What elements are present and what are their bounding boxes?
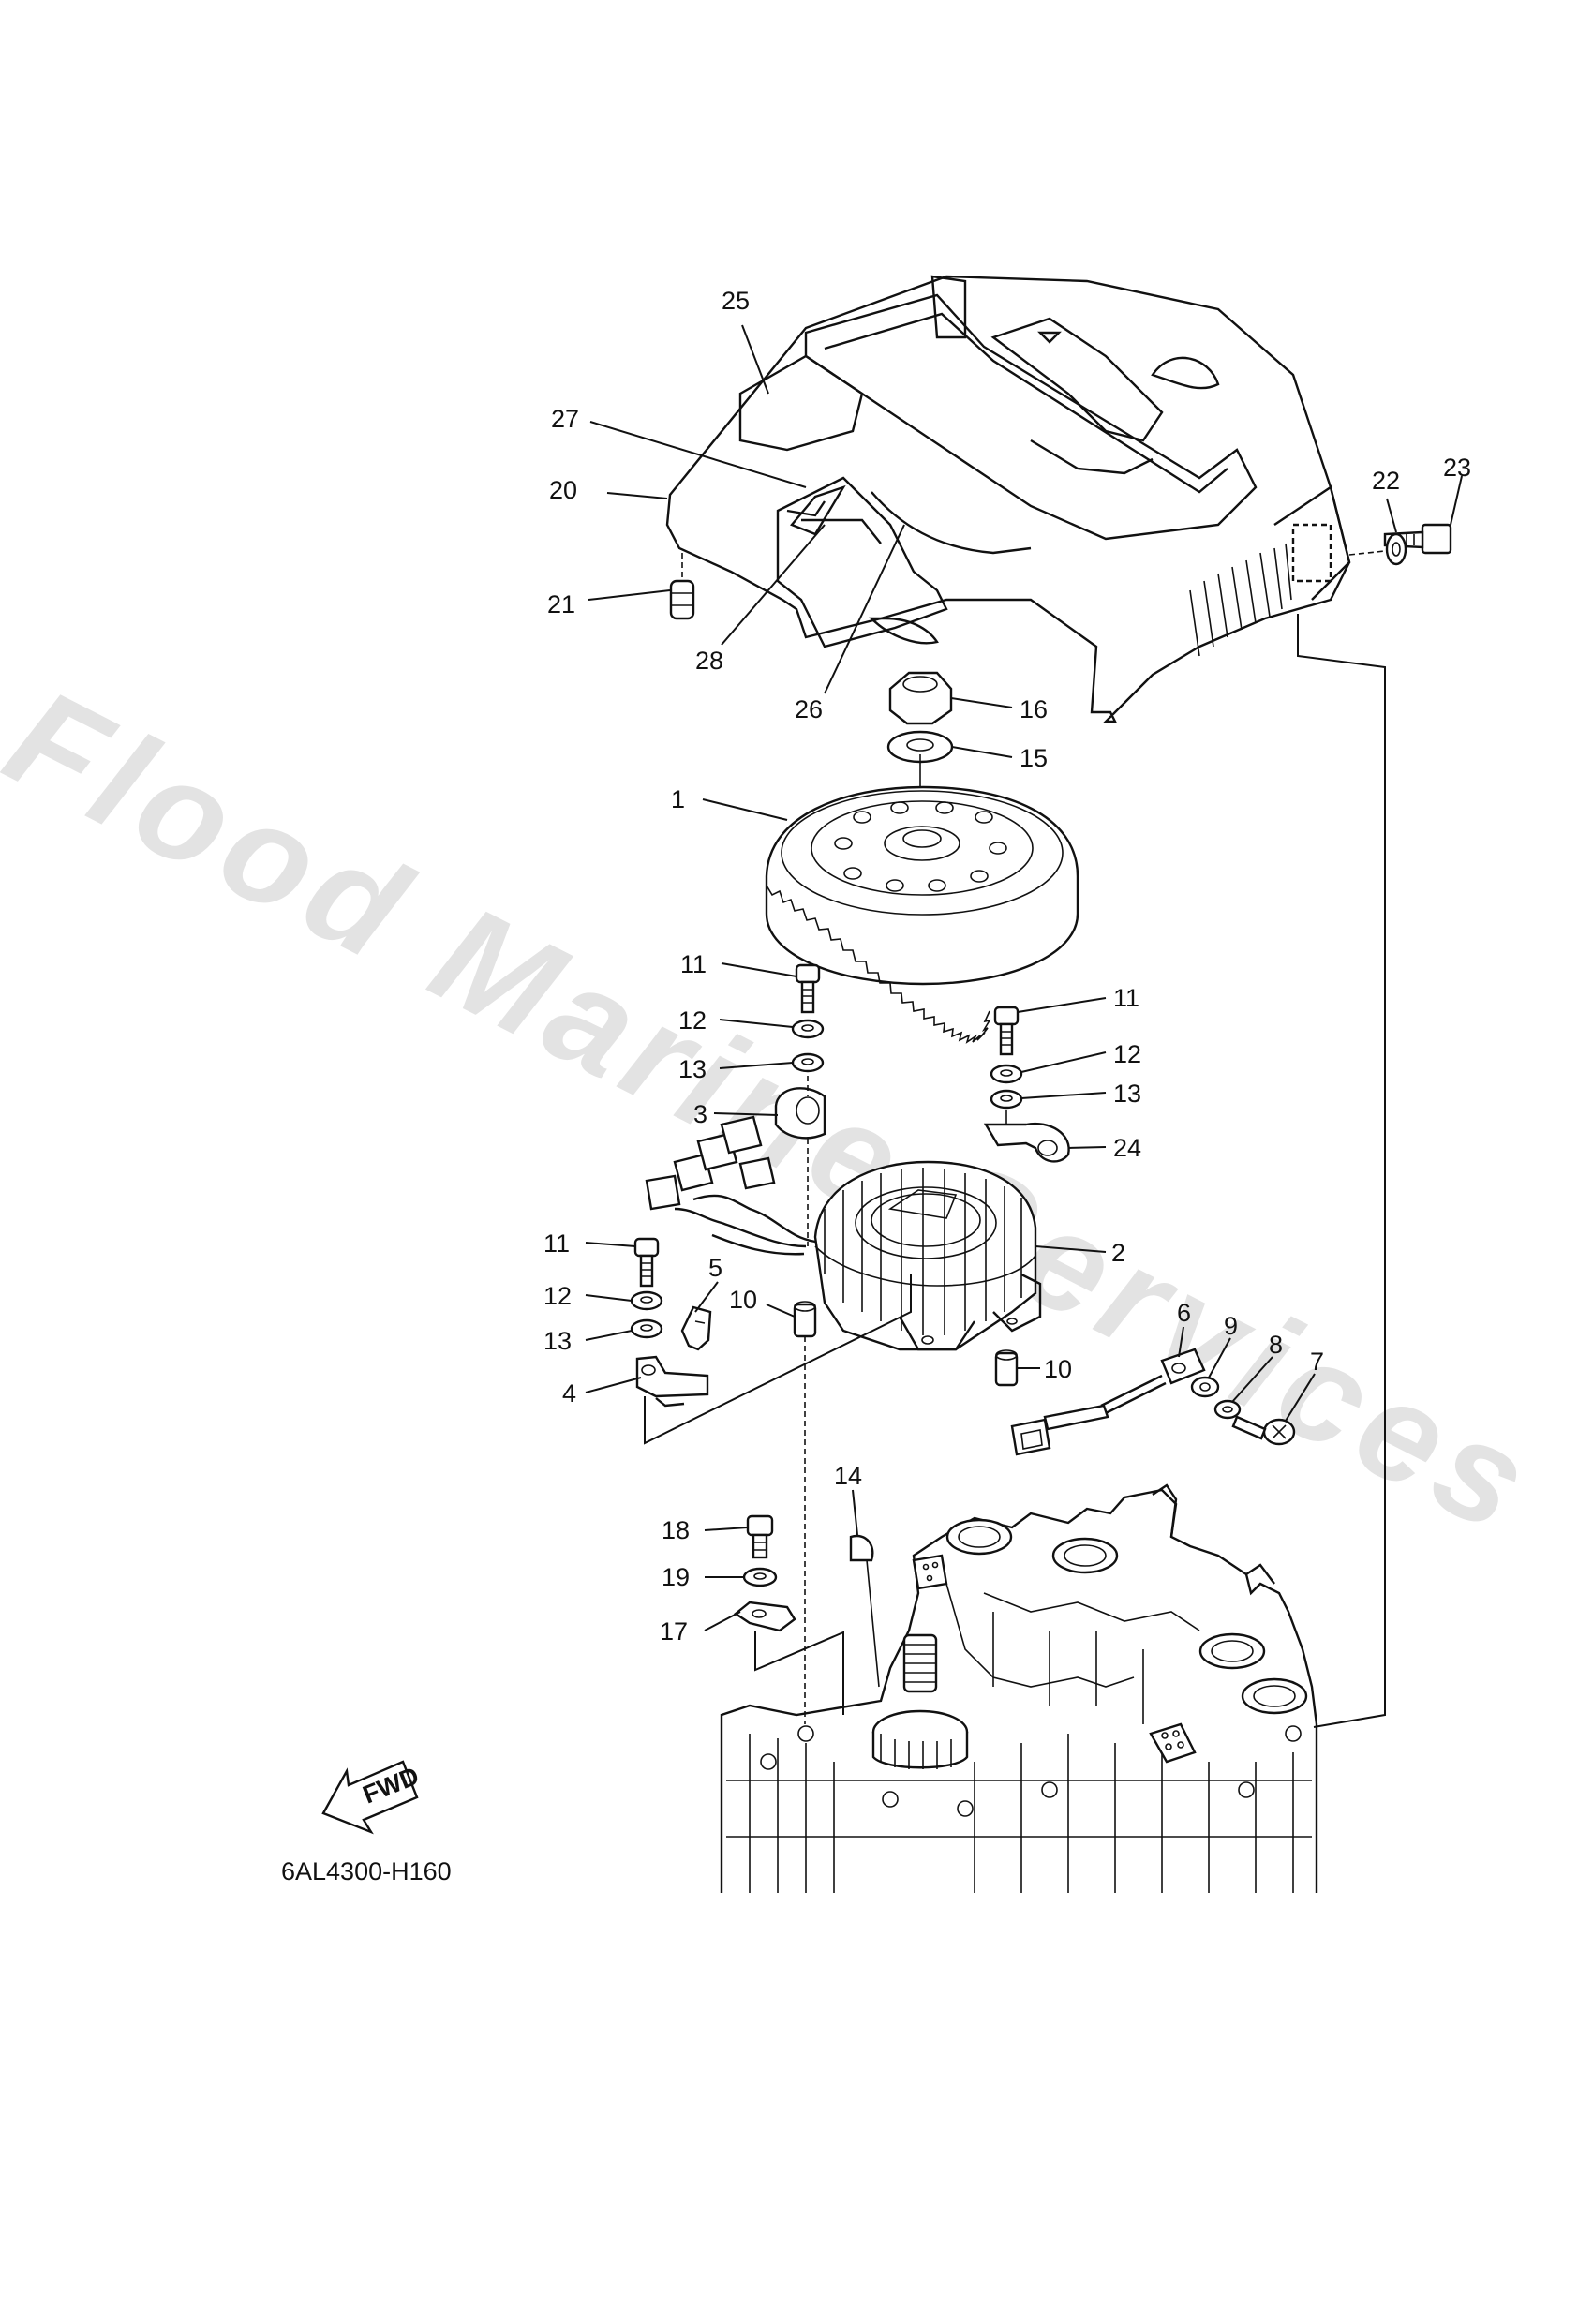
callout-13-lower-left: 13: [543, 1327, 572, 1355]
bolt-18: [746, 1514, 774, 1559]
callout-19: 19: [662, 1563, 690, 1591]
lock-washer-12-left-lower: [630, 1290, 663, 1311]
flywheel-cover: [665, 275, 1351, 723]
callout-17: 17: [660, 1617, 688, 1646]
engine-block: [720, 1483, 1318, 1893]
clamp-3: [774, 1087, 826, 1140]
callout-11-right: 11: [1113, 984, 1139, 1012]
callout-26: 26: [795, 695, 823, 723]
stator-connectors: [645, 1115, 776, 1211]
washer-13-right: [990, 1089, 1023, 1110]
bolt-11-left-upper: [795, 963, 821, 1014]
callout-27: 27: [551, 405, 579, 433]
washer-13-left-upper: [791, 1052, 825, 1073]
fwd-arrow-icon: FWD: [321, 1760, 423, 1835]
bracket-24: [983, 1122, 1070, 1163]
callout-28: 28: [695, 647, 723, 675]
callout-22: 22: [1372, 467, 1400, 495]
callout-5: 5: [708, 1254, 722, 1282]
bolt-11-right: [993, 1006, 1020, 1056]
callout-11-lower-left: 11: [543, 1229, 570, 1258]
clamp-5: [680, 1305, 712, 1351]
callout-13-right: 13: [1113, 1080, 1141, 1108]
callout-7: 7: [1310, 1348, 1324, 1376]
reference-line-right: [1297, 614, 1386, 1728]
washer-19: [742, 1567, 778, 1587]
screw-7: [1231, 1415, 1296, 1446]
callout-24: 24: [1113, 1134, 1141, 1162]
callout-8: 8: [1269, 1331, 1283, 1359]
flywheel-1: [765, 785, 1079, 1044]
washer-9: [1190, 1376, 1220, 1398]
leader-lines: [585, 324, 1463, 1631]
callout-6: 6: [1177, 1299, 1191, 1327]
callout-20: 20: [549, 476, 577, 504]
callout-11-upper-left: 11: [680, 950, 707, 978]
reference-line-bracket-4: [644, 1274, 912, 1445]
bracket-4: [635, 1355, 709, 1408]
callout-16: 16: [1020, 695, 1048, 723]
callout-14: 14: [834, 1462, 862, 1490]
callout-1: 1: [671, 785, 685, 813]
woodruff-key-14: [849, 1534, 874, 1562]
callout-23: 23: [1443, 454, 1471, 482]
axis-line-key: [866, 1559, 880, 1688]
callout-12-upper-left: 12: [678, 1006, 707, 1035]
washer-22: [1348, 532, 1407, 566]
callout-12-lower-left: 12: [543, 1282, 572, 1310]
callout-9: 9: [1224, 1312, 1238, 1340]
callout-15: 15: [1020, 744, 1048, 772]
callout-21: 21: [547, 590, 575, 618]
callout-labels: 25 27 20 21 28 26 22 23 16 15 1 11 12 13…: [543, 287, 1471, 1646]
washer-13-left-lower: [630, 1318, 663, 1339]
clamp-17: [733, 1601, 796, 1632]
callout-4: 4: [562, 1379, 576, 1408]
callout-10-left: 10: [729, 1286, 757, 1314]
callout-25: 25: [722, 287, 750, 315]
stator-2: [674, 1160, 1042, 1351]
collar-10-right: [994, 1349, 1019, 1387]
pulser-coil-6: [1010, 1348, 1206, 1456]
callout-3: 3: [693, 1100, 707, 1128]
lock-washer-12-left-upper: [791, 1019, 825, 1039]
lock-washer-12-right: [990, 1064, 1023, 1084]
grommet-21: [669, 553, 695, 620]
callout-10-right: 10: [1044, 1355, 1072, 1383]
flywheel-nut-16: [888, 671, 953, 725]
callout-12-right: 12: [1113, 1040, 1141, 1068]
lock-washer-8: [1213, 1399, 1242, 1420]
collar-10-left: [793, 1301, 817, 1338]
reference-line-clamp-17: [754, 1631, 844, 1715]
callout-13-upper-left: 13: [678, 1055, 707, 1083]
callout-2: 2: [1111, 1239, 1125, 1267]
bolt-11-left-lower: [633, 1237, 660, 1288]
callout-18: 18: [662, 1516, 690, 1544]
diagram-code: 6AL4300-H160: [281, 1857, 452, 1885]
